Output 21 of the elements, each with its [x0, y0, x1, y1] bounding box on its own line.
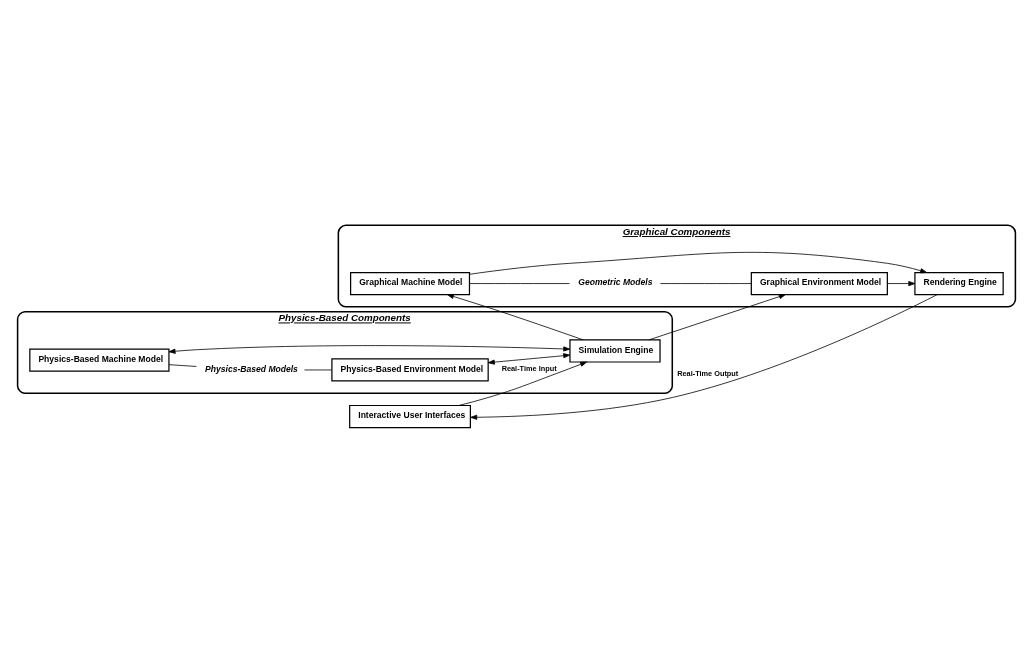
- connector: [168, 364, 197, 367]
- node-box: Rendering Engine: [914, 271, 1004, 296]
- arrow: [168, 345, 571, 354]
- arrow: [458, 361, 588, 406]
- node-box: Simulation Engine: [569, 339, 661, 363]
- node-text: Physics-Based Models: [205, 363, 298, 374]
- node-text: Geometric Models: [578, 277, 653, 288]
- arrow: [487, 353, 571, 365]
- arrow: [648, 294, 786, 341]
- node-box: Graphical Machine Model: [350, 271, 471, 296]
- node-box: Physics-Based Machine Model: [29, 348, 170, 372]
- node-box: Interactive User Interfaces: [349, 404, 471, 429]
- arrow: [470, 294, 938, 420]
- arrow: [886, 281, 916, 287]
- connector: [469, 283, 570, 284]
- node-box: Graphical Environment Model: [750, 271, 888, 296]
- connector: [304, 369, 333, 371]
- arrow: [447, 293, 584, 341]
- node-box: Physics-Based Environment Model: [331, 358, 489, 382]
- connector: [660, 283, 752, 284]
- arrow: [469, 251, 928, 275]
